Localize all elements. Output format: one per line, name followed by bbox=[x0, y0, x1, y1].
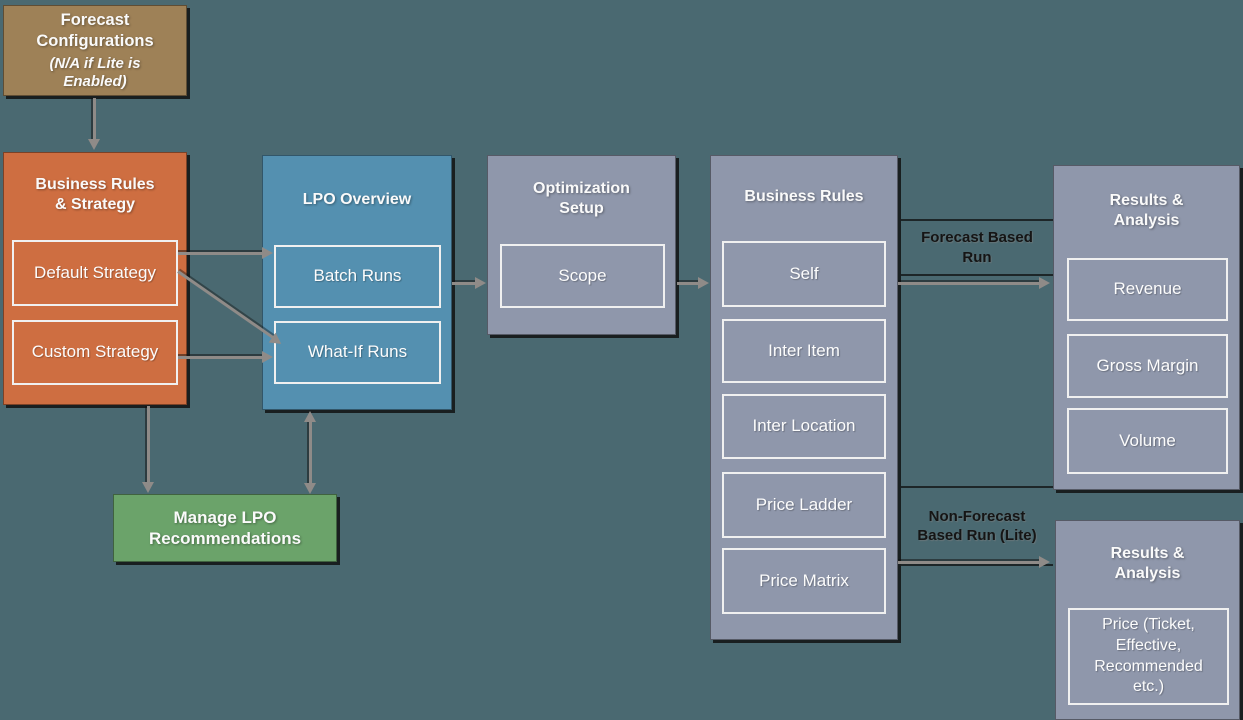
edge-label-non-forecast-based-run: Non-Forecast Based Run (Lite) bbox=[901, 486, 1053, 566]
node-custom-strategy: Custom Strategy bbox=[12, 320, 178, 385]
node-forecast-configurations: Forecast Configurations (N/A if Lite is … bbox=[3, 5, 187, 96]
node-revenue: Revenue bbox=[1067, 258, 1228, 321]
results-analysis-forecast-title: Results & Analysis bbox=[1109, 192, 1184, 229]
node-gross-margin: Gross Margin bbox=[1067, 334, 1228, 398]
arrow-default-to-whatif bbox=[177, 270, 285, 349]
node-manage-lpo-recommendations: Manage LPO Recommendations bbox=[113, 494, 337, 562]
node-scope: Scope bbox=[500, 244, 665, 308]
business-rules-strategy-title: Business Rules & Strategy bbox=[35, 176, 155, 213]
node-results-analysis-lite: Results & Analysis Price (Ticket, Effect… bbox=[1055, 520, 1240, 720]
node-price-ladder: Price Ladder bbox=[722, 472, 886, 538]
optimization-setup-title: Optimization Setup bbox=[533, 180, 630, 217]
node-business-rules-strategy: Business Rules & Strategy Default Strate… bbox=[3, 152, 187, 405]
node-what-if-runs: What-If Runs bbox=[274, 321, 441, 384]
node-price-matrix: Price Matrix bbox=[722, 548, 886, 614]
node-price-outputs: Price (Ticket, Effective, Recommended et… bbox=[1068, 608, 1229, 705]
node-lpo-overview: LPO Overview Batch Runs What-If Runs bbox=[262, 155, 452, 410]
node-volume: Volume bbox=[1067, 408, 1228, 474]
node-self: Self bbox=[722, 241, 886, 307]
node-results-analysis-forecast: Results & Analysis Revenue Gross Margin … bbox=[1053, 165, 1240, 490]
business-rules-title: Business Rules bbox=[744, 188, 864, 205]
node-inter-location: Inter Location bbox=[722, 394, 886, 459]
node-inter-item: Inter Item bbox=[722, 319, 886, 383]
lpo-overview-title: LPO Overview bbox=[302, 191, 412, 208]
node-batch-runs: Batch Runs bbox=[274, 245, 441, 308]
edge-label-forecast-based-run: Forecast Based Run bbox=[901, 219, 1053, 276]
node-optimization-setup: Optimization Setup Scope bbox=[487, 155, 676, 335]
results-analysis-lite-title: Results & Analysis bbox=[1110, 545, 1185, 582]
forecast-configurations-title: Forecast Configurations bbox=[36, 11, 154, 50]
node-business-rules: Business Rules Self Inter Item Inter Loc… bbox=[710, 155, 898, 640]
manage-lpo-title: Manage LPO Recommendations bbox=[148, 507, 302, 548]
node-default-strategy: Default Strategy bbox=[12, 240, 178, 306]
price-outputs-label: Price (Ticket, Effective, Recommended et… bbox=[1094, 615, 1203, 696]
forecast-configurations-subtitle: (N/A if Lite is Enabled) bbox=[49, 54, 141, 90]
